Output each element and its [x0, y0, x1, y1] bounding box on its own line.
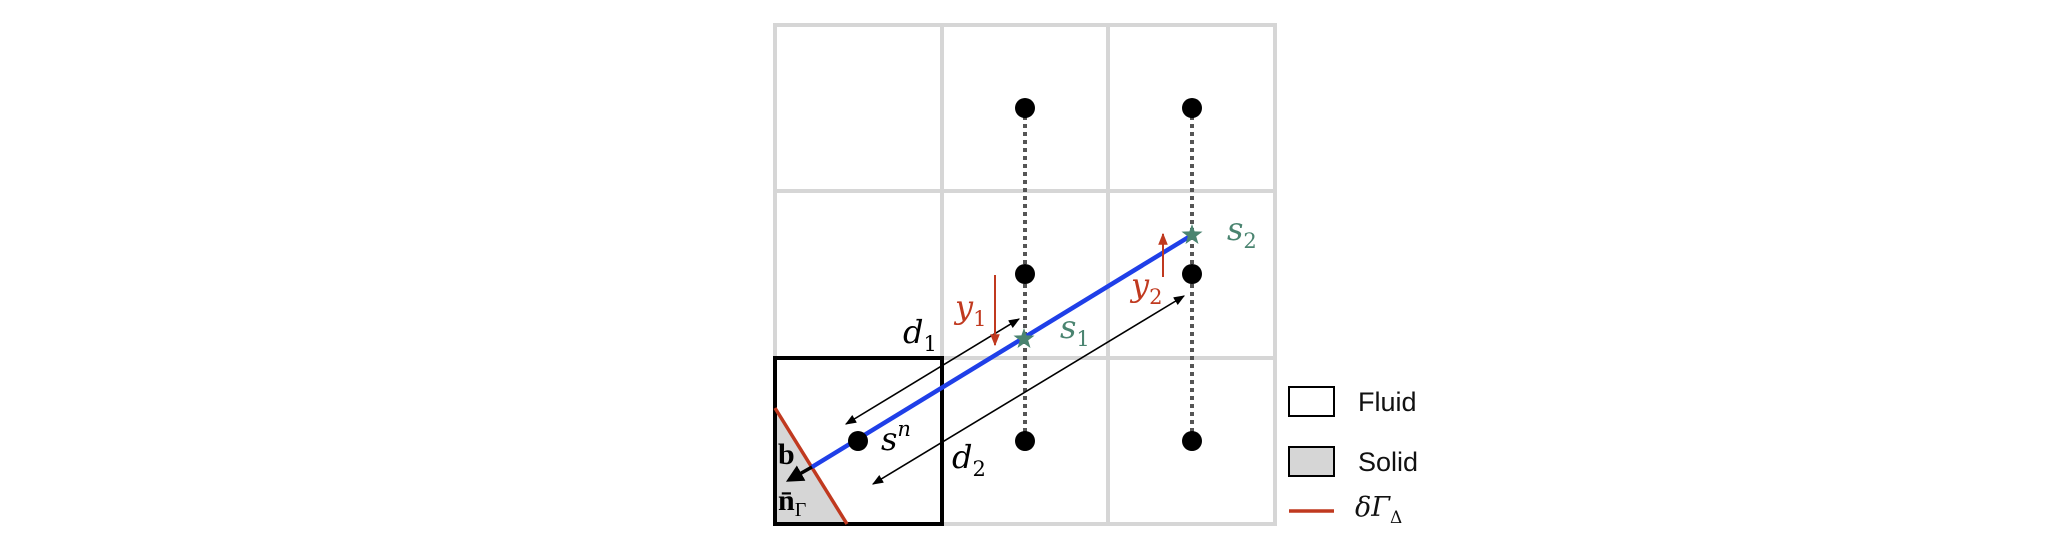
normal-arrow: [785, 465, 813, 482]
label-s1: s1: [1060, 308, 1090, 351]
sn-point: [848, 431, 868, 451]
label-y2: y2: [1129, 266, 1162, 309]
legend-boundary-label: δΓΔ: [1355, 492, 1402, 528]
label-y1: y1: [953, 288, 986, 331]
legend-solid-label: Solid: [1358, 447, 1418, 477]
legend-fluid-label: Fluid: [1358, 387, 1417, 417]
label-s2: s2: [1227, 210, 1257, 253]
legend-solid-swatch: [1288, 446, 1335, 477]
d2-arrow: [872, 295, 1185, 485]
legend-fluid-swatch: [1288, 386, 1335, 417]
label-sn: sn: [881, 417, 911, 458]
label-d2: d2: [952, 438, 986, 481]
label-d1: d1: [903, 313, 937, 356]
label-normal: n̄Γ: [778, 484, 806, 521]
label-b: b: [778, 438, 795, 471]
legend: Fluid Solid δΓΔ: [1288, 386, 1418, 528]
